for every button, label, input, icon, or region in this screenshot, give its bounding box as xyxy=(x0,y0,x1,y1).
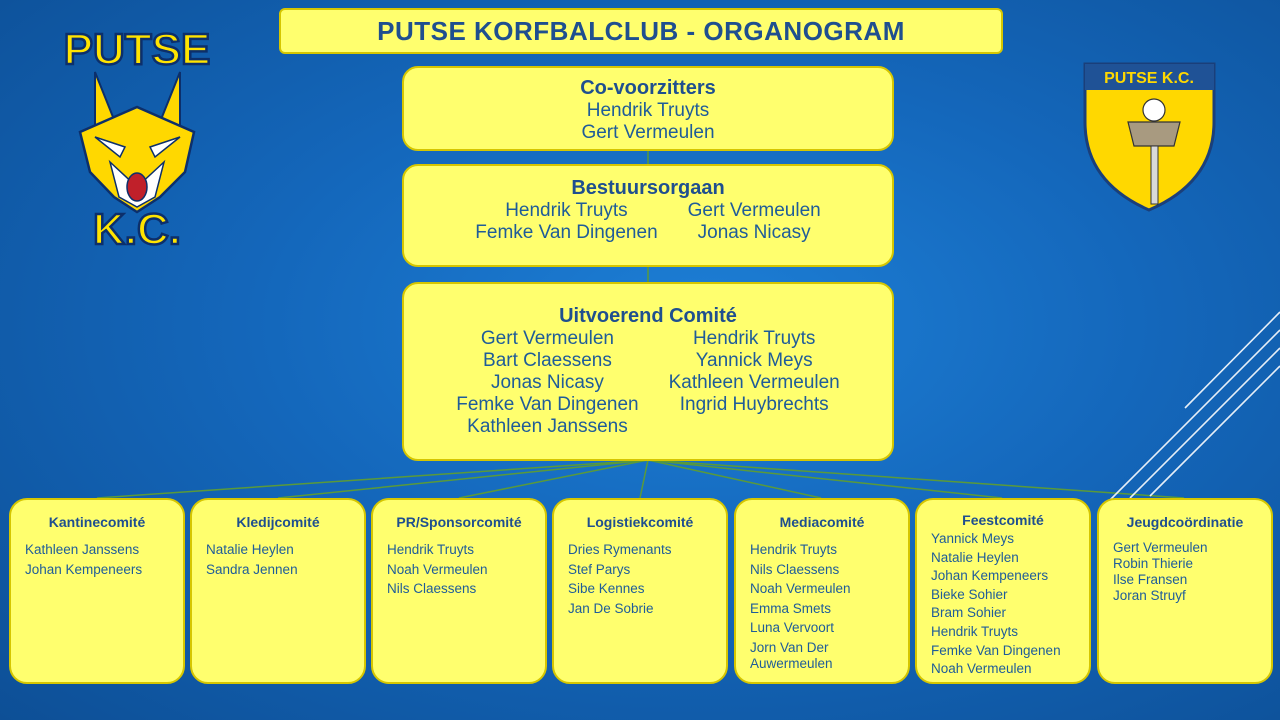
member-name: Femke Van Dingenen xyxy=(475,222,658,243)
committee-kledij: Kledijcomité Natalie Heylen Sandra Jenne… xyxy=(190,498,366,684)
committee-feest: Feestcomité Yannick Meys Natalie Heylen … xyxy=(915,498,1091,684)
member-name: Yannick Meys xyxy=(931,531,1015,546)
committee-title: PR/Sponsorcomité xyxy=(396,514,522,530)
member-name: Bart Claessens xyxy=(483,350,612,371)
member-name: Nils Claessens xyxy=(387,581,477,596)
member-name: Stef Parys xyxy=(568,561,631,577)
decorative-line xyxy=(1184,311,1280,409)
logo-top-text: PUTSE xyxy=(64,25,211,74)
member-name: Kathleen Janssens xyxy=(467,416,628,437)
fox-logo: PUTSE K.C. xyxy=(50,22,225,256)
page-title: PUTSE KORFBALCLUB - ORGANOGRAM xyxy=(377,15,905,46)
connector-line xyxy=(647,459,822,499)
member-name: Noah Vermeulen xyxy=(750,581,851,596)
committee-title: Feestcomité xyxy=(962,512,1044,528)
bestuursorgaan-node: Bestuursorgaan Hendrik Truyts Femke Van … xyxy=(402,164,894,267)
korfbal-basket-shield-icon: PUTSE K.C. xyxy=(1083,62,1216,212)
member-name: Gert Vermeulen xyxy=(480,328,614,349)
member-name: Hendrik Truyts xyxy=(750,542,838,557)
committee-title: Kledijcomité xyxy=(236,514,320,530)
member-name: Gert Vermeulen xyxy=(581,122,715,143)
committee-title: Jeugdcoördinatie xyxy=(1126,514,1244,530)
co-voorzitters-node: Co-voorzitters Hendrik Truyts Gert Verme… xyxy=(402,66,894,151)
member-name: Johan Kempeneers xyxy=(25,561,143,577)
member-name: Yannick Meys xyxy=(695,350,813,371)
committee-jeugd: Jeugdcoördinatie Gert Vermeulen Robin Th… xyxy=(1097,498,1273,684)
node-title: Bestuursorgaan xyxy=(571,177,725,199)
member-name: Jan De Sobrie xyxy=(568,600,654,616)
member-name: Femke Van Dingenen xyxy=(456,394,639,415)
uitvoerend-comite-node: Uitvoerend Comité Gert Vermeulen Bart Cl… xyxy=(402,282,894,461)
connector-line xyxy=(96,459,649,499)
committee-title: Mediacomité xyxy=(779,514,865,530)
connector-line xyxy=(647,459,1185,499)
connector-line xyxy=(277,459,649,499)
member-name: Jonas Nicasy xyxy=(490,372,604,393)
member-name: Noah Vermeulen xyxy=(387,561,488,577)
member-name: Jonas Nicasy xyxy=(697,222,811,243)
member-name: Hendrik Truyts xyxy=(505,200,628,221)
member-name: Bieke Sohier xyxy=(931,586,1008,602)
member-name: Luna Vervoort xyxy=(750,620,835,635)
member-name: Gert Vermeulen xyxy=(687,200,821,221)
logo-bottom-text: K.C. xyxy=(93,205,181,252)
connector-line xyxy=(458,459,649,499)
decorative-line xyxy=(1129,347,1280,499)
page-title-box: PUTSE KORFBALCLUB - ORGANOGRAM xyxy=(279,8,1003,54)
member-name: Joran Struyf xyxy=(1113,588,1186,603)
committee-media: Mediacomité Hendrik Truyts Nils Claessen… xyxy=(734,498,910,684)
member-name: Hendrik Truyts xyxy=(931,623,1019,639)
committee-title: Logistiekcomité xyxy=(586,514,694,530)
connector-line xyxy=(647,459,1003,499)
member-name: Jorn Van Der xyxy=(750,639,829,655)
member-name: Bram Sohier xyxy=(931,605,1007,621)
committee-pr-sponsor: PR/Sponsorcomité Hendrik Truyts Noah Ver… xyxy=(371,498,547,684)
member-name: Natalie Heylen xyxy=(931,549,1019,565)
committee-kantine: Kantinecomité Kathleen Janssens Johan Ke… xyxy=(9,498,185,684)
member-name: Hendrik Truyts xyxy=(387,542,475,557)
member-name: Kathleen Janssens xyxy=(25,542,140,557)
member-name: Hendrik Truyts xyxy=(692,328,816,349)
member-name: Gert Vermeulen xyxy=(1113,540,1208,555)
connector-line xyxy=(639,459,649,499)
member-name: Femke Van Dingenen xyxy=(931,642,1061,658)
member-name: Sandra Jennen xyxy=(206,561,298,577)
decorative-line xyxy=(1109,329,1280,501)
member-name: Johan Kempeneers xyxy=(931,568,1049,584)
club-shield-logo: PUTSE K.C. xyxy=(1082,62,1217,212)
decorative-line xyxy=(1149,365,1280,497)
member-name: Ilse Fransen xyxy=(1113,572,1188,587)
node-title: Uitvoerend Comité xyxy=(559,305,737,327)
member-name: Kathleen Vermeulen xyxy=(668,372,840,393)
committee-logistiek: Logistiekcomité Dries Rymenants Stef Par… xyxy=(552,498,728,684)
committee-title: Kantinecomité xyxy=(48,514,146,530)
member-name: Dries Rymenants xyxy=(568,542,672,557)
member-name: Natalie Heylen xyxy=(206,542,294,557)
node-title: Co-voorzitters xyxy=(580,77,716,99)
fox-head-icon: PUTSE K.C. xyxy=(62,24,211,256)
member-name: Nils Claessens xyxy=(750,561,840,577)
member-name: Emma Smets xyxy=(750,600,832,616)
member-name: Auwermeulen xyxy=(750,655,833,671)
shield-text: PUTSE K.C. xyxy=(1104,70,1194,87)
member-name: Sibe Kennes xyxy=(568,581,645,596)
member-name: Noah Vermeulen xyxy=(931,661,1032,677)
member-name: Ingrid Huybrechts xyxy=(679,394,829,415)
member-name: Hendrik Truyts xyxy=(586,100,710,121)
member-name: Robin Thierie xyxy=(1113,556,1194,571)
